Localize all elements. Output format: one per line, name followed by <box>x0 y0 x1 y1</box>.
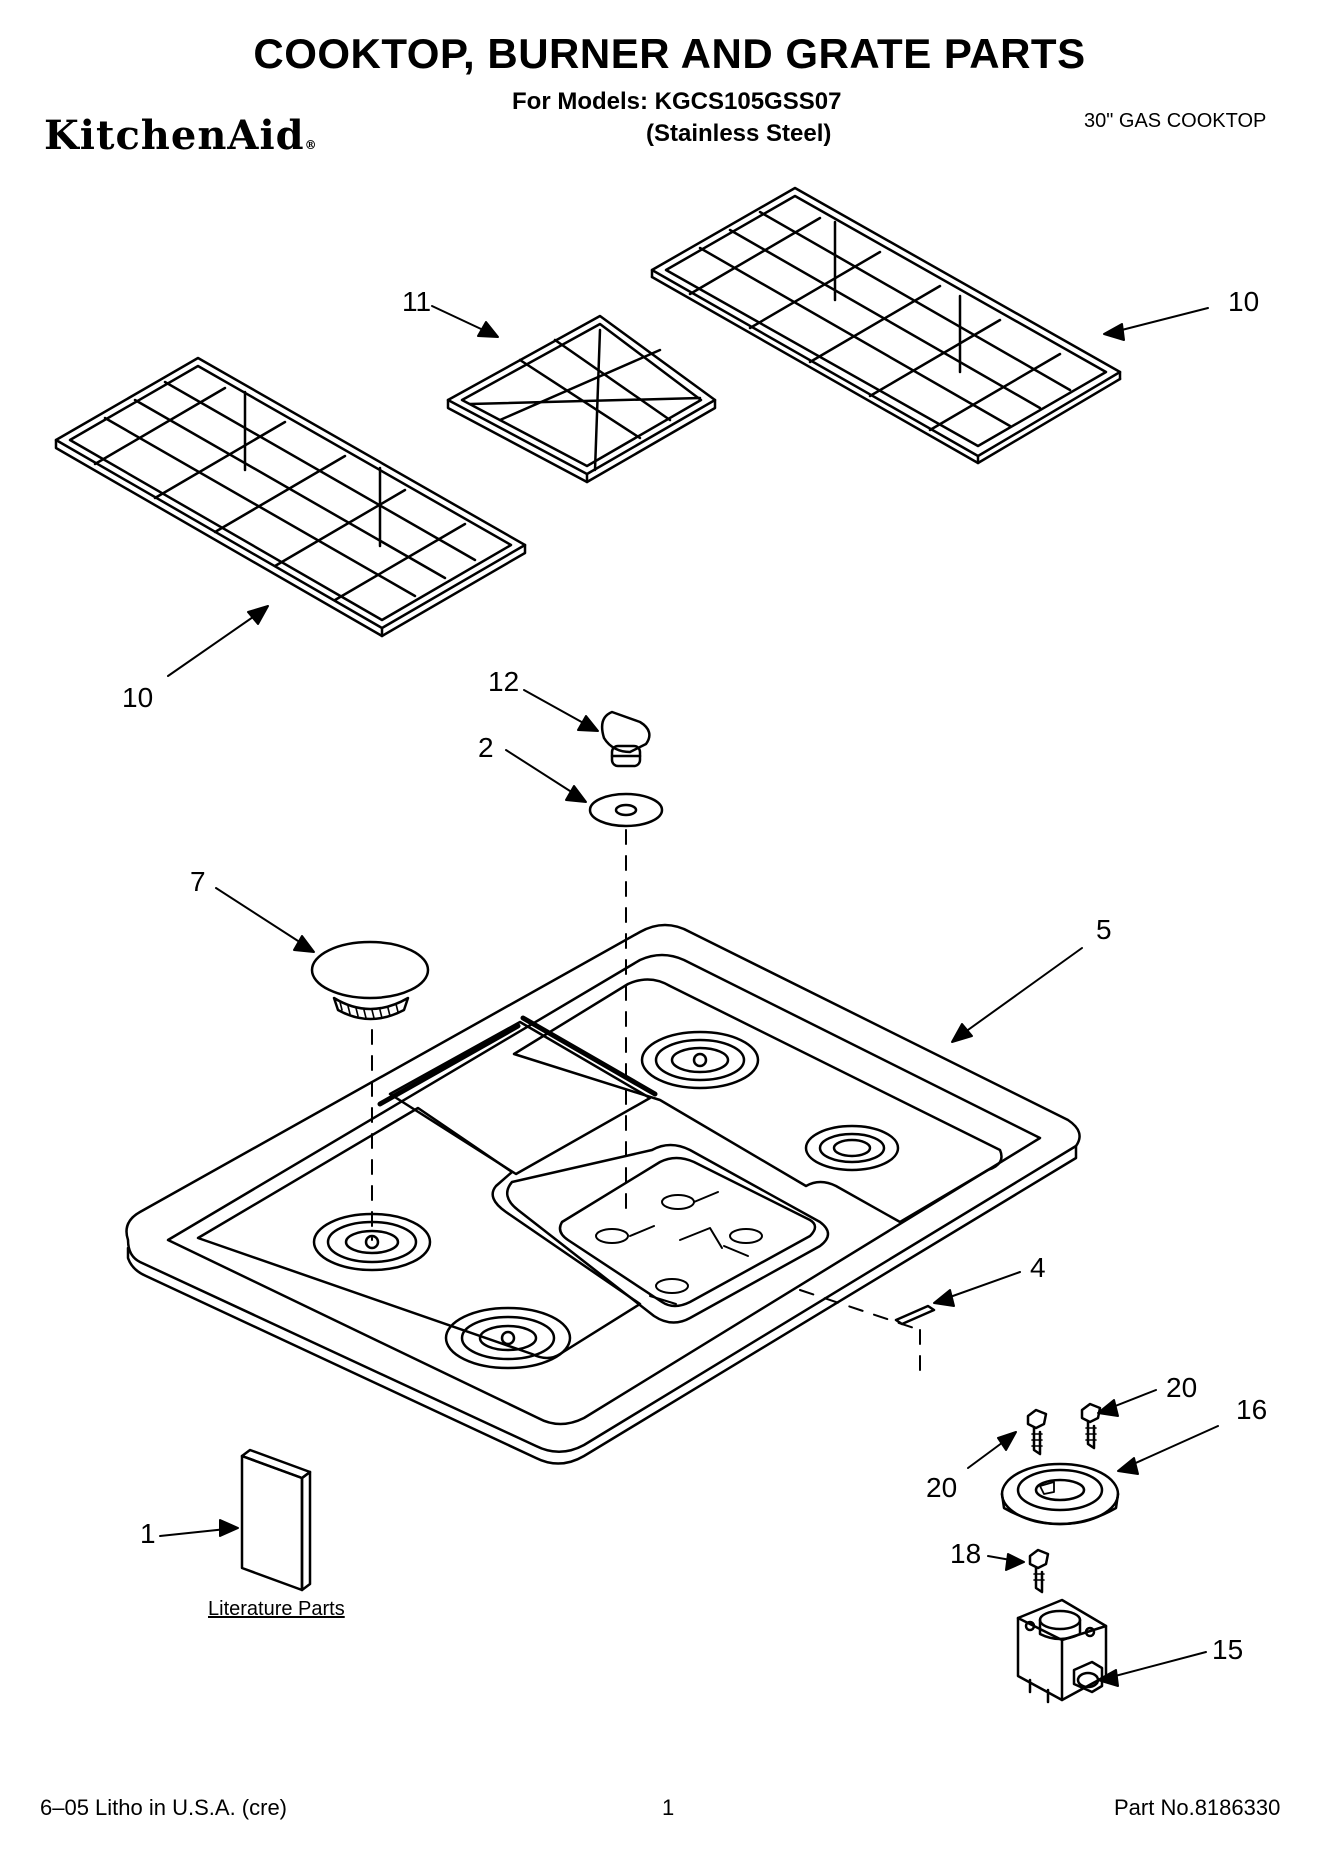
burner-base <box>1000 1462 1120 1526</box>
callout-knob: 12 <box>488 666 520 697</box>
literature-booklet <box>240 1448 312 1592</box>
control-knob <box>600 710 651 768</box>
footer-print-info: 6–05 Litho in U.S.A. (cre) <box>40 1795 288 1820</box>
callout-clip: 4 <box>1030 1252 1046 1283</box>
finish-line: (Stainless Steel) <box>646 120 832 147</box>
page-title: COOKTOP, BURNER AND GRATE PARTS <box>253 30 1086 77</box>
footer-page-number: 1 <box>662 1795 675 1820</box>
product-type: 30" GAS COOKTOP <box>1084 110 1267 132</box>
callout-screw-upper-right: 20 <box>1166 1372 1198 1403</box>
callout-grate-left: 10 <box>122 682 154 713</box>
burner-front-right <box>804 1124 900 1172</box>
spring-clip <box>894 1304 936 1326</box>
grate-right <box>650 186 1122 465</box>
literature-parts-label: Literature Parts <box>208 1598 345 1620</box>
models-line: For Models: KGCS105GSS07 <box>512 88 842 115</box>
callout-grate-center: 11 <box>402 286 432 317</box>
burner-cap <box>310 940 430 1021</box>
screw-upper-right <box>1080 1402 1102 1450</box>
grate-left <box>54 356 527 638</box>
brand-name: KitchenAid <box>44 112 305 159</box>
cooktop-main-top <box>125 923 1081 1465</box>
grate-center <box>446 314 717 484</box>
brand-logo: KitchenAid® <box>44 112 318 159</box>
footer-part-number: Part No.8186330 <box>1114 1795 1281 1820</box>
callout-bezel: 2 <box>478 732 494 763</box>
callout-screw-lower: 18 <box>950 1538 982 1569</box>
callout-valve: 15 <box>1212 1634 1244 1665</box>
callout-burner-base: 16 <box>1236 1394 1268 1425</box>
burner-rear-left <box>312 1212 432 1272</box>
callout-screw-upper-left: 20 <box>926 1472 958 1503</box>
registered-mark: ® <box>304 138 318 152</box>
gas-valve <box>1016 1598 1108 1704</box>
burner-front-left <box>444 1306 572 1370</box>
knob-bezel <box>588 792 664 828</box>
screw-upper-left <box>1026 1408 1048 1456</box>
callout-cooktop: 5 <box>1096 914 1112 945</box>
burner-rear-right <box>640 1030 760 1090</box>
callout-grate-right: 10 <box>1228 286 1260 317</box>
leader-arrows <box>159 305 1219 1687</box>
control-panel-slots <box>595 1191 763 1305</box>
callout-literature: 1 <box>140 1518 156 1549</box>
screw-lower <box>1028 1548 1050 1594</box>
callout-burner-cap: 7 <box>190 866 206 897</box>
